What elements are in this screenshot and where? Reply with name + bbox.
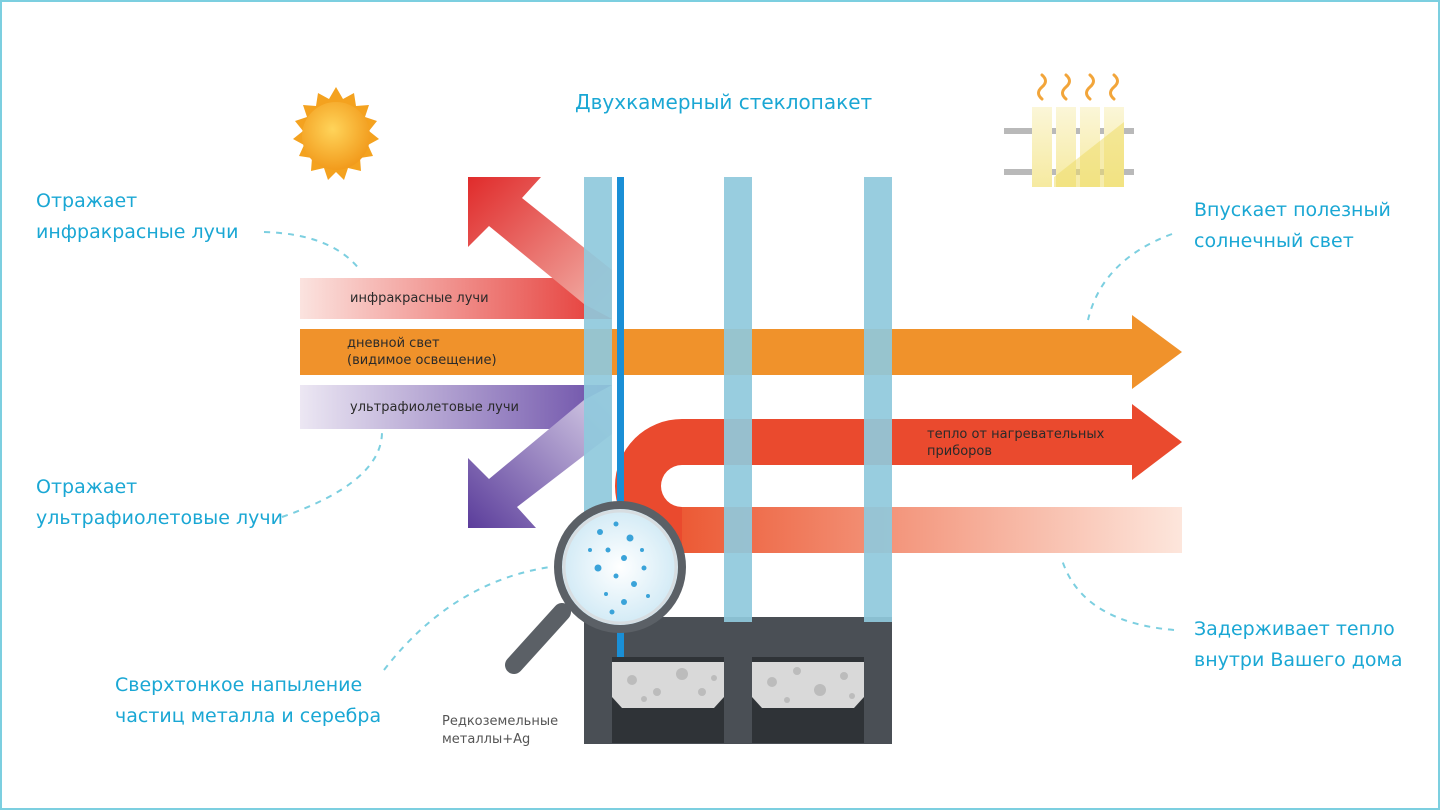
- label-coating: Сверхтонкое напыление частиц металла и с…: [115, 674, 382, 727]
- band-label-heat: тепло от нагревательных приборов: [927, 427, 1105, 459]
- diagram-title: Двухкамерный стеклопакет: [575, 90, 873, 114]
- window-frame: [584, 617, 892, 744]
- label-lets-sunlight: Впускает полезный солнечный свет: [1194, 199, 1391, 252]
- band-label-infrared: инфракрасные лучи: [350, 291, 489, 306]
- heat-arrow: [615, 404, 1182, 553]
- low-e-coating: [617, 177, 624, 657]
- sun-icon: [293, 87, 379, 180]
- glass-pane-middle: [724, 177, 752, 622]
- ultraviolet-reflected-arrow: [468, 385, 612, 528]
- band-label-daylight: дневной свет (видимое освещение): [347, 336, 497, 368]
- label-reflects-infrared: Отражает инфракрасные лучи: [36, 190, 239, 243]
- radiator-icon: [1004, 73, 1134, 187]
- daylight-band: [300, 329, 612, 375]
- band-label-ultraviolet: ультрафиолетовые лучи: [350, 400, 519, 415]
- infrared-reflected-arrow: [468, 177, 612, 319]
- leader-lines: [263, 231, 1175, 671]
- spacer-note: Редкоземельные металлы+Ag: [442, 714, 559, 747]
- glass-pane-inner: [864, 177, 892, 622]
- magnifier-icon: [505, 501, 686, 674]
- infrared-band: [300, 278, 612, 319]
- daylight-arrow: [612, 315, 1182, 389]
- label-reflects-ultraviolet: Отражает ультрафиолетовые лучи: [36, 476, 283, 529]
- label-keeps-heat: Задерживает тепло внутри Вашего дома: [1194, 618, 1403, 671]
